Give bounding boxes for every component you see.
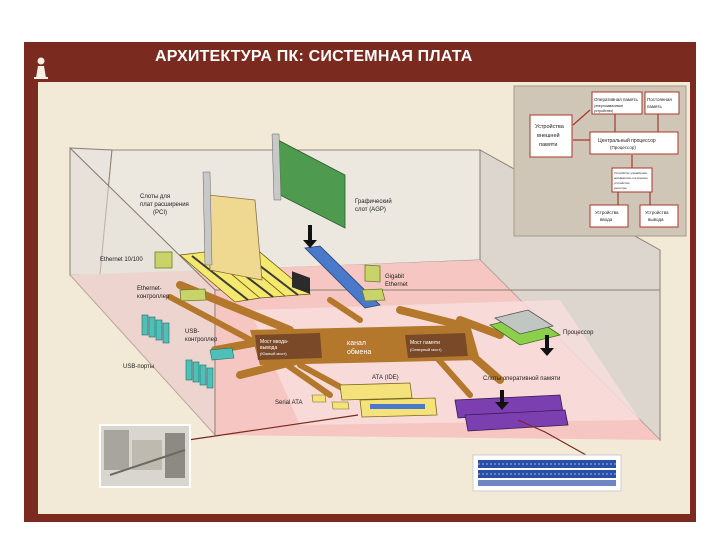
storage-box-label-1: Постоянная [647, 97, 672, 102]
south-bridge-label-2: вывода [260, 345, 277, 351]
processor-arrow-icon [540, 335, 554, 356]
ethernet-ctrl-label-1: Ethernet- [137, 286, 162, 292]
ram-slots [454, 394, 569, 432]
agp-slot [304, 245, 381, 309]
usb-ctrl-label-1: USB- [185, 329, 199, 335]
usb-ports-top [141, 314, 170, 344]
ram-module-photo [472, 454, 622, 492]
photo-callout-line [187, 414, 359, 441]
input-box-label-1: Устройства [595, 209, 619, 215]
sata-connector [311, 394, 327, 403]
graphics-card [271, 133, 346, 294]
control-box-label-3: устройство, [614, 181, 630, 185]
agp-label-1: Графический [355, 198, 392, 205]
sata-connector-2 [331, 401, 350, 410]
channel-label-2: обмена [347, 348, 371, 356]
ram-slots-label: Слоты оперативной памяти [483, 375, 560, 382]
expansion-card [202, 171, 263, 281]
architecture-block-diagram: Оперативная память (энергозависимое устр… [513, 85, 687, 237]
ethernet100-label: Ethernet 10/100 [100, 257, 143, 263]
cpu-box-label-2: (Процессор) [610, 145, 636, 150]
ram-box-label-2: (энергозависимое [594, 104, 623, 108]
north-bridge-label-1: Мост памяти [410, 340, 440, 346]
south-bridge: Мост ввода- вывода (Южный мост) [255, 333, 322, 360]
ethernet-port [154, 251, 173, 269]
channel-label-1: канал [347, 340, 366, 347]
scientist-logo-icon [34, 57, 48, 79]
north-bridge-label-2: (Северный мост) [410, 347, 442, 352]
agp-label-2: слот (AGP) [355, 207, 386, 213]
input-box-label-2: ввода [600, 217, 613, 222]
ata-connectors [339, 382, 438, 418]
ethernet-ctrl-label-2: контроллер [137, 294, 170, 300]
external-box-label-3: памяти [539, 142, 557, 148]
output-box-label-1: Устройства [645, 209, 669, 215]
ram-box-label-1: Оперативная память [594, 97, 639, 102]
page-title: АРХИТЕКТУРА ПК: СИСТЕМНАЯ ПЛАТА [155, 48, 473, 65]
usb-ctrl-label-2: контроллер [185, 337, 218, 343]
external-box-label-1: Устройства [535, 123, 565, 130]
ram-callout-line [517, 419, 596, 461]
gigabit-controller-chip [361, 288, 386, 302]
ram-box-label-3: устройство) [594, 109, 613, 113]
storage-box-label-2: память [647, 104, 663, 109]
sata-label: Serial ATA [275, 400, 302, 406]
pci-label-3: (PCI) [153, 210, 167, 216]
processor-label: Процессор [563, 330, 594, 336]
usb-ports-label: USB-порты [123, 364, 154, 370]
cpu-box-label-1: Центральный процессор [598, 137, 656, 144]
agp-arrow-icon [303, 225, 317, 248]
pci-label-2: плат расширения [140, 202, 189, 208]
gigabit-chip [364, 264, 381, 283]
north-bridge: Мост памяти (Северный мост) [405, 333, 468, 358]
gigabit-label-2: Ethernet [385, 282, 408, 288]
pci-label-1: Слоты для [140, 194, 170, 200]
external-box-label-2: внешней [537, 132, 560, 139]
control-box-label-1: Устройство управления, [614, 171, 648, 175]
control-box-label-4: регистры [614, 186, 627, 190]
ethernet-controller-chip [179, 288, 207, 302]
motherboard-photo [99, 424, 191, 488]
control-box-label-2: арифметико-логическое [614, 176, 648, 180]
south-bridge-label-1: Мост ввода- [260, 339, 289, 345]
ata-label: АТА (IDE) [372, 375, 399, 381]
usb-controller-chip [209, 347, 235, 361]
ram-arrow-icon [495, 390, 509, 410]
south-bridge-label-3: (Южный мост) [260, 351, 287, 356]
processor-chip [489, 309, 561, 346]
gigabit-label-1: Gigabit [385, 274, 404, 280]
usb-ports-bottom [185, 359, 214, 389]
output-box-label-2: вывода [648, 217, 664, 222]
